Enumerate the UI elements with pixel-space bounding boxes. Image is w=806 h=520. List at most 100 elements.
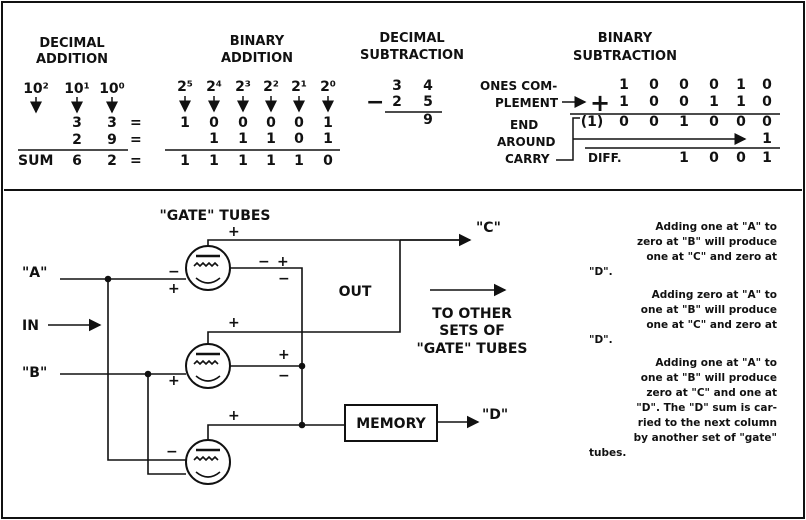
note-line-10: zero at "C" and one at — [646, 387, 777, 399]
dsub-row2-0: 2 — [392, 94, 402, 110]
binary-subtraction-title-1: BINARY — [598, 31, 653, 46]
dec-row2-0: 2 — [72, 132, 82, 148]
tube2-plus: + — [228, 315, 240, 331]
decimal-subtraction: DECIMAL SUBTRACTION 3 4 − 2 5 9 — [360, 31, 464, 128]
note-line-14: tubes. — [589, 447, 626, 459]
wire-tube3-plate — [207, 424, 345, 440]
dec-power-2: 10⁰ — [99, 81, 125, 97]
bin-row1-1: 0 — [209, 115, 219, 131]
bin-sum-5: 0 — [323, 153, 333, 169]
note-line-7: "D". — [589, 334, 613, 346]
note-line-6: one at "C" and zero at — [646, 319, 777, 331]
dsub-row2-1: 5 — [423, 94, 433, 110]
junction-b — [144, 370, 152, 378]
decimal-subtraction-title-1: DECIMAL — [379, 31, 444, 46]
dec-sum-label: SUM — [18, 153, 53, 169]
bin-power-5: 2⁰ — [320, 79, 336, 95]
decimal-addition-title-2: ADDITION — [36, 52, 108, 67]
dec-eq-1: = — [130, 115, 142, 131]
bin-row1-2: 0 — [238, 115, 248, 131]
gate-tube-1 — [185, 245, 231, 291]
output-c-label: "C" — [476, 220, 501, 236]
bin-sum-0: 1 — [180, 153, 190, 169]
bin-power-1: 2⁴ — [206, 79, 222, 95]
binary-addition: BINARY ADDITION 2⁵ 2⁴ 2³ 2² 2¹ 2⁰ 1 0 0 … — [165, 34, 340, 169]
bsub-row1-4: 1 — [736, 77, 746, 93]
tube-2-cathode — [195, 375, 221, 382]
note-line-8: Adding one at "A" to — [655, 357, 777, 369]
end-around-label-2: AROUND — [497, 135, 556, 149]
bsub-diff-1: 0 — [709, 150, 719, 166]
to-other-label-3: "GATE" TUBES — [416, 341, 527, 357]
bin-row2-4: 1 — [323, 131, 333, 147]
bsub-plus: + — [590, 89, 610, 117]
dec-row1-1: 3 — [107, 115, 117, 131]
tube-1-grid — [193, 261, 219, 268]
binary-subtraction: BINARY SUBTRACTION ONES COM- PLEMENT + 1… — [480, 31, 780, 166]
tube3-plus: + — [228, 408, 240, 424]
bin-add-row1: 1 0 0 0 0 1 — [180, 115, 333, 131]
bsub-row2-0: 1 — [619, 94, 629, 110]
bin-row1-4: 0 — [294, 115, 304, 131]
ones-comp-label-2: PLEMENT — [495, 96, 559, 110]
bin-sum-2: 1 — [238, 153, 248, 169]
decimal-addition-title-1: DECIMAL — [39, 36, 104, 51]
wire-cathode-bus — [230, 267, 303, 425]
bin-power-4: 2¹ — [291, 79, 307, 95]
wire-a-to-tube3 — [107, 279, 186, 461]
dsub-minus: − — [366, 90, 384, 115]
bsub-row3-5: 0 — [762, 114, 772, 130]
bsub-row3: 0 0 1 0 0 0 — [619, 114, 772, 130]
note-line-12: ried to the next column — [638, 417, 777, 429]
cathode1-minus: − — [258, 254, 270, 270]
to-other-label-2: SETS OF — [439, 323, 505, 339]
tube3-grid-minus: − — [166, 444, 178, 460]
bin-row1-3: 0 — [266, 115, 276, 131]
bin-power-0: 2⁵ — [177, 79, 193, 95]
junction-cathode-2 — [298, 362, 306, 370]
bsub-row3-2: 1 — [679, 114, 689, 130]
junction-memory — [298, 421, 306, 429]
wire-tube1-plate — [207, 239, 470, 246]
cathode2-plus: + — [278, 347, 290, 363]
bsub-diff-2: 0 — [736, 150, 746, 166]
tube2-grid-plus: + — [168, 373, 180, 389]
bin-add-row2: 1 1 1 0 1 — [209, 131, 333, 147]
bsub-carry-add: 1 — [762, 131, 772, 147]
binary-subtraction-title-2: SUBTRACTION — [573, 49, 677, 64]
wire-b-to-tube3 — [147, 374, 186, 475]
cathode1-plus: + — [277, 254, 289, 270]
bsub-row2-4: 1 — [736, 94, 746, 110]
bin-row1-0: 1 — [180, 115, 190, 131]
tube-2-grid — [193, 359, 219, 366]
bin-row2-2: 1 — [266, 131, 276, 147]
tube1-grid-plus: + — [168, 281, 180, 297]
tube-1-cathode — [195, 277, 221, 284]
note-line-13: by another set of "gate" — [634, 432, 777, 444]
bsub-row1-2: 0 — [679, 77, 689, 93]
explanation-notes: Adding one at "A" to zero at "B" will pr… — [589, 221, 777, 459]
bsub-carry-bit: (1) — [581, 114, 604, 130]
gate-tubes-label: "GATE" TUBES — [159, 208, 270, 224]
note-line-2: one at "C" and zero at — [646, 251, 777, 263]
bin-row2-0: 1 — [209, 131, 219, 147]
note-line-9: one at "B" will produce — [641, 372, 777, 384]
to-other-label-1: TO OTHER — [432, 306, 512, 322]
bin-row2-3: 0 — [294, 131, 304, 147]
bin-sum-4: 1 — [294, 153, 304, 169]
bsub-diff-3: 1 — [762, 150, 772, 166]
memory-box — [344, 404, 438, 442]
bsub-row3-4: 0 — [736, 114, 746, 130]
memory-label: MEMORY — [356, 416, 426, 432]
bsub-row2: 1 0 0 1 1 0 — [619, 94, 772, 110]
bin-add-powers: 2⁵ 2⁴ 2³ 2² 2¹ 2⁰ — [177, 79, 336, 95]
bin-row2-1: 1 — [238, 131, 248, 147]
bsub-diff: 1 0 0 1 — [679, 150, 772, 166]
dec-eq-2: = — [130, 132, 142, 148]
input-b-label: "B" — [22, 365, 47, 381]
cathode1-minus-b: − — [278, 271, 290, 287]
gate-circuit: "GATE" TUBES "C" + + — [22, 208, 528, 485]
